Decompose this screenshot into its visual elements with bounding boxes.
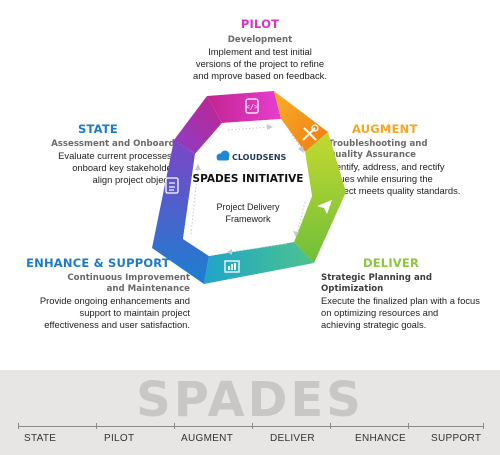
augment-title: AUGMENT bbox=[352, 122, 418, 136]
center-caption-line: Framework bbox=[225, 214, 271, 224]
enhance-description: Provide ongoing enhancements and support… bbox=[6, 295, 190, 331]
timeline-tick bbox=[18, 423, 19, 429]
footer-label-enhance: ENHANCE bbox=[355, 433, 406, 444]
flow-arrows bbox=[190, 126, 306, 253]
cloudsens-logo: CLOUDSENS bbox=[216, 150, 287, 162]
state-line: align project objectives. bbox=[92, 174, 190, 185]
augment-subtitle-line: Quality Assurance bbox=[328, 150, 416, 160]
timeline-tick bbox=[408, 423, 409, 429]
deliver-line: Execute the finalized plan with a focus bbox=[321, 295, 480, 306]
enhance-subtitle-line: and Maintenance bbox=[106, 284, 190, 294]
svg-text:</>: </> bbox=[246, 103, 259, 111]
footer-label-deliver: DELIVER bbox=[270, 433, 315, 444]
augment-subtitle: Troubleshooting and Quality Assurance bbox=[328, 139, 494, 161]
code-icon: </> bbox=[245, 98, 259, 114]
pilot-line: versions of the project to refine bbox=[195, 58, 325, 69]
augment-block: AUGMENT Troubleshooting and Quality Assu… bbox=[328, 122, 494, 197]
state-subtitle: Assessment and Onboarding bbox=[51, 139, 190, 149]
deliver-description: Execute the finalized plan with a focus … bbox=[321, 295, 497, 331]
deliver-title: DELIVER bbox=[363, 256, 420, 270]
augment-line: project meets quality standards. bbox=[328, 185, 461, 196]
spades-cycle-diagram: </> CLOUDSENS SPADES INITIATIVE Project … bbox=[152, 91, 346, 284]
flow-arrowheads bbox=[195, 124, 304, 255]
state-segment bbox=[152, 140, 209, 284]
center-caption-line: Project Delivery bbox=[216, 202, 280, 212]
state-line: Evaluate current processes and bbox=[58, 150, 190, 161]
timeline-tick bbox=[483, 423, 484, 429]
enhance-line: effectiveness and user satisfaction. bbox=[44, 319, 190, 330]
augment-line: Identify, address, and rectify bbox=[328, 161, 445, 172]
footer-label-augment: AUGMENT bbox=[181, 433, 234, 444]
center-panel bbox=[183, 119, 312, 256]
enhance-line: Provide ongoing enhancements and bbox=[39, 295, 190, 306]
footer-watermark: SPADES bbox=[136, 372, 364, 428]
pilot-line: Implement and test initial bbox=[208, 46, 312, 57]
state-description: Evaluate current processes and onboard k… bbox=[6, 150, 190, 186]
cloud-icon bbox=[216, 150, 230, 161]
deliver-line: on optimizing resources and bbox=[321, 307, 439, 318]
brand-name: CLOUDSENS bbox=[232, 153, 287, 162]
timeline-tick bbox=[174, 423, 175, 429]
enhance-subtitle-line: Continuous Improvement bbox=[67, 273, 190, 283]
augment-line: issues while ensuring the bbox=[328, 173, 433, 184]
footer-panel: SPADES STATE PILOT AUGMENT DELIVER ENHAN… bbox=[0, 370, 500, 455]
footer-label-state: STATE bbox=[24, 433, 57, 444]
footer-label-pilot: PILOT bbox=[104, 433, 135, 444]
pilot-subtitle: Development bbox=[227, 35, 293, 45]
tools-icon bbox=[302, 124, 319, 141]
deliver-subtitle: Strategic Planning and Optimization bbox=[321, 273, 433, 294]
deliver-line: achieving strategic goals. bbox=[321, 319, 427, 330]
timeline-tick bbox=[252, 423, 253, 429]
checklist-icon bbox=[165, 177, 179, 194]
pilot-block: PILOT Development Implement and test ini… bbox=[170, 17, 350, 82]
footer-label-support: SUPPORT bbox=[431, 433, 482, 444]
state-title: STATE bbox=[78, 122, 118, 136]
state-line: onboard key stakeholders to bbox=[72, 162, 190, 173]
paper-plane-icon bbox=[317, 200, 332, 214]
pilot-segment bbox=[207, 91, 281, 123]
enhance-title: ENHANCE & SUPPORT bbox=[26, 256, 170, 270]
deliver-segment bbox=[294, 132, 346, 263]
augment-subtitle-line: Troubleshooting and bbox=[328, 139, 428, 149]
enhance-subtitle: Continuous Improvement and Maintenance bbox=[6, 273, 190, 295]
timeline-tick bbox=[330, 423, 331, 429]
chart-board-icon bbox=[224, 260, 240, 273]
augment-description: Identify, address, and rectify issues wh… bbox=[328, 161, 494, 197]
center-title: SPADES INITIATIVE bbox=[193, 173, 304, 185]
state-top-segment bbox=[174, 96, 222, 154]
footer-timeline bbox=[18, 426, 484, 427]
enhance-line: support to maintain project bbox=[79, 307, 190, 318]
deliver-block: DELIVER Strategic Planning and Optimizat… bbox=[321, 256, 497, 331]
pilot-line: and mprove based on feedback. bbox=[193, 70, 327, 81]
pilot-title: PILOT bbox=[240, 17, 280, 31]
timeline-tick bbox=[96, 423, 97, 429]
pilot-description: Implement and test initial versions of t… bbox=[170, 46, 350, 82]
enhance-block: ENHANCE & SUPPORT Continuous Improvement… bbox=[6, 256, 190, 331]
state-block: STATE Assessment and Onboarding Evaluate… bbox=[6, 122, 190, 186]
augment-segment bbox=[274, 91, 328, 152]
